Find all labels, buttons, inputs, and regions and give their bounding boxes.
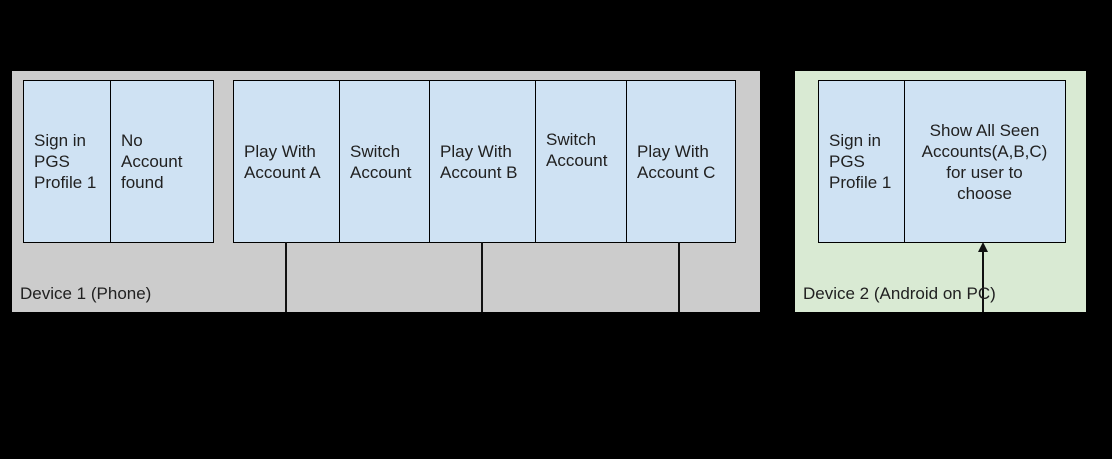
box-switch-account-1: Switch Account: [340, 81, 430, 242]
device2-label: Device 2 (Android on PC): [803, 284, 996, 303]
box-label: Play With Account C: [637, 141, 716, 182]
box-label: Show All Seen Accounts(A,B,C) for user t…: [921, 120, 1048, 203]
box-label: Play With Account B: [440, 141, 518, 182]
box-switch-account-2: Switch Account: [536, 81, 627, 242]
device1-accounts-flow-group: Play With Account A Switch Account Play …: [233, 80, 736, 243]
box-label: Sign in PGS Profile 1: [34, 131, 97, 192]
box-label: Switch Account: [546, 129, 608, 170]
box-play-with-account-c: Play With Account C: [627, 81, 734, 242]
up-arrowhead-icon: [978, 242, 988, 252]
box-label: Switch Account: [350, 141, 412, 182]
box-sign-in-pgs-profile1-device2: Sign in PGS Profile 1: [819, 81, 905, 242]
box-label: Play With Account A: [244, 141, 321, 182]
box-sign-in-pgs-profile1: Sign in PGS Profile 1: [24, 81, 111, 242]
connector-line-play-b: [481, 242, 483, 312]
box-label: Sign in PGS Profile 1: [829, 131, 892, 192]
device1-signin-group: Sign in PGS Profile 1 No Account found: [23, 80, 214, 243]
box-play-with-account-b: Play With Account B: [430, 81, 536, 242]
device2-group: Sign in PGS Profile 1 Show All Seen Acco…: [818, 80, 1066, 243]
box-no-account-found: No Account found: [111, 81, 212, 242]
device1-label: Device 1 (Phone): [20, 284, 152, 303]
arrow-connector-line: [982, 250, 984, 312]
connector-line-play-c: [678, 242, 680, 312]
connector-line-play-a: [285, 242, 287, 312]
box-play-with-account-a: Play With Account A: [234, 81, 340, 242]
box-label: No Account found: [121, 131, 183, 192]
box-show-all-seen-accounts: Show All Seen Accounts(A,B,C) for user t…: [905, 81, 1064, 242]
